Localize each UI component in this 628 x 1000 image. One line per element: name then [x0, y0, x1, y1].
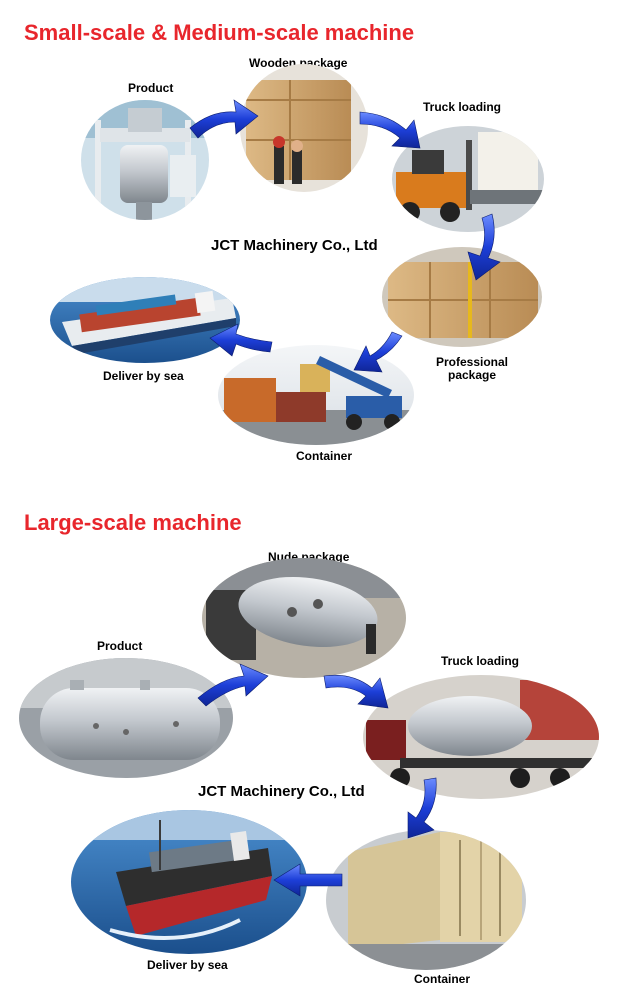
step-label-deliver-by-sea: Deliver by sea	[147, 958, 228, 972]
section-title-small-medium: Small-scale & Medium-scale machine	[24, 20, 415, 45]
step-label-container: Container	[296, 449, 353, 463]
flow-arrows-section-1	[189, 99, 501, 373]
flow-arrows-section-2	[197, 663, 437, 897]
step-label-wooden-package: Wooden package	[249, 56, 348, 70]
arrow-icon	[189, 99, 259, 139]
step-label-container: Container	[414, 972, 471, 986]
step-label-truck-loading: Truck loading	[423, 100, 502, 114]
step-image-nude-package	[202, 558, 406, 678]
step-image-product-tank	[19, 658, 233, 778]
step-label-line: Professional	[435, 355, 509, 369]
step-image-professional-package	[382, 247, 542, 347]
step-label-professional-package: Professional package	[432, 356, 512, 382]
arrow-icon	[323, 674, 389, 709]
arrow-icon	[209, 323, 273, 357]
step-image-wooden-package	[240, 64, 368, 192]
arrow-icon	[353, 331, 403, 373]
section-title-large: Large-scale machine	[24, 510, 242, 535]
step-image-product	[81, 100, 209, 220]
step-image-ship-at-sea	[71, 810, 307, 954]
arrow-icon	[407, 777, 437, 839]
step-label-deliver-by-sea: Deliver by sea	[103, 369, 184, 383]
step-image-container-yard	[218, 345, 414, 445]
arrow-icon	[359, 111, 421, 149]
arrow-icon	[197, 663, 269, 707]
arrow-icon	[273, 863, 343, 897]
step-label-product: Product	[128, 81, 174, 95]
arrow-icon	[467, 213, 501, 281]
step-image-shipping-container	[326, 830, 526, 970]
step-image-truck-loading-tank	[363, 675, 599, 799]
company-name: JCT Machinery Co., Ltd	[211, 237, 378, 254]
company-name: JCT Machinery Co., Ltd	[198, 783, 365, 800]
step-label-truck-loading: Truck loading	[441, 654, 520, 668]
step-image-container-ship	[50, 277, 240, 363]
step-label-line: package	[447, 368, 497, 382]
step-label-product: Product	[97, 639, 143, 653]
